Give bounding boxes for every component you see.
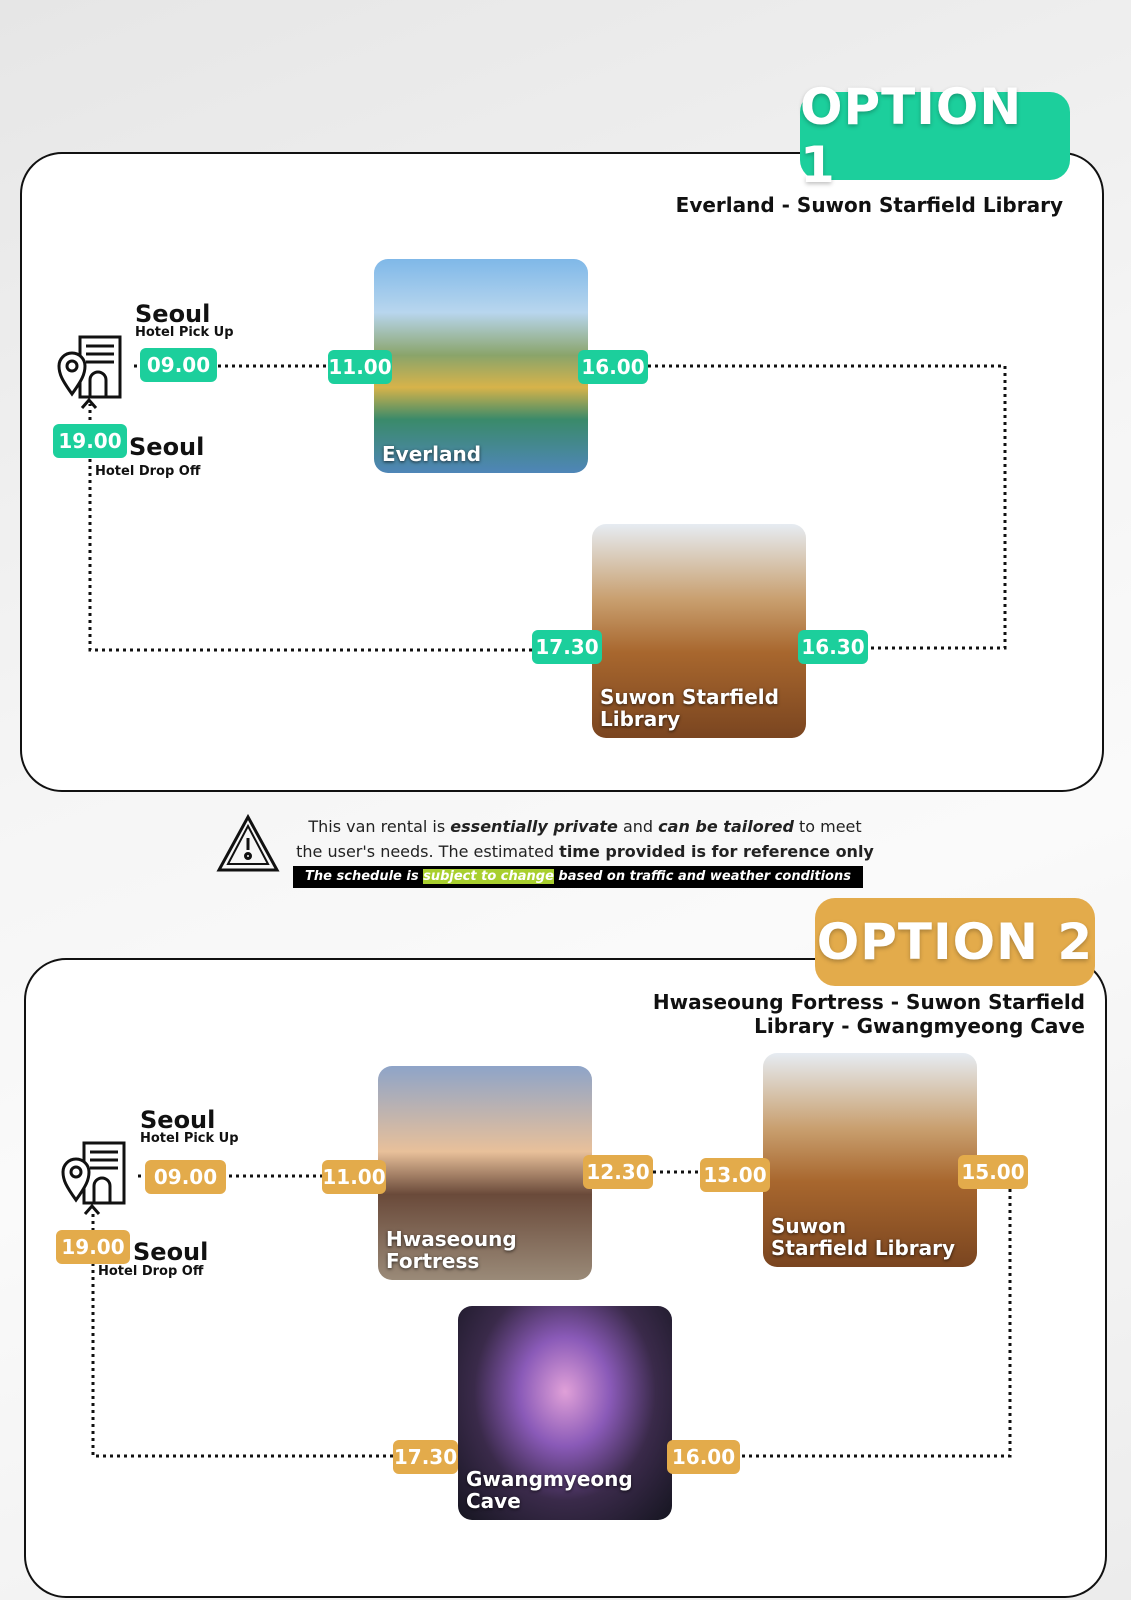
pickup-label: Hotel Pick Up [135, 325, 234, 340]
dropoff-label: Hotel Drop Off [98, 1264, 204, 1279]
hotel-location-icon [61, 1141, 126, 1205]
arrive-time: 13.00 [700, 1158, 770, 1192]
arrive-time: 11.00 [328, 350, 392, 384]
depart-time: 16.00 [578, 350, 648, 384]
dropoff-time: 19.00 [56, 1230, 130, 1264]
stop-name: Suwon Starfield Library [600, 685, 779, 731]
stop-name: Everland [382, 442, 482, 466]
dropoff-city: Seoul [133, 1238, 209, 1266]
notice-text: This van rental is essentially private a… [296, 817, 874, 861]
option1-subtitle: Everland - Suwon Starfield Library [675, 193, 1063, 217]
arrive-time: 11.00 [322, 1160, 386, 1194]
dropoff-time: 19.00 [53, 424, 127, 458]
arrive-time: 16.00 [667, 1440, 740, 1474]
option1-badge: OPTION 1 [800, 78, 1070, 194]
library-photo: Suwon Starfield Library [592, 524, 806, 738]
warning-icon [216, 814, 280, 872]
depart-time: 12.30 [583, 1155, 653, 1189]
hotel-location-icon [57, 335, 122, 399]
depart-time: 17.30 [532, 630, 602, 664]
depart-time: 15.00 [958, 1155, 1028, 1189]
dropoff-label: Hotel Drop Off [95, 464, 201, 479]
dropoff-city: Seoul [129, 433, 205, 461]
option2-badge: OPTION 2 [815, 898, 1095, 986]
arrive-time: 16.30 [798, 630, 868, 664]
pickup-city: Seoul [135, 300, 211, 328]
pickup-time: 09.00 [145, 1160, 226, 1194]
route-line [88, 364, 1007, 652]
pickup-city: Seoul [140, 1106, 216, 1134]
route-line [91, 1170, 1028, 1458]
everland-photo: Everland [374, 259, 588, 473]
depart-time: 17.30 [393, 1440, 458, 1474]
pickup-label: Hotel Pick Up [140, 1131, 239, 1146]
schedule-disclaimer: The schedule is subject to change based … [293, 866, 863, 888]
pickup-time: 09.00 [140, 348, 217, 382]
